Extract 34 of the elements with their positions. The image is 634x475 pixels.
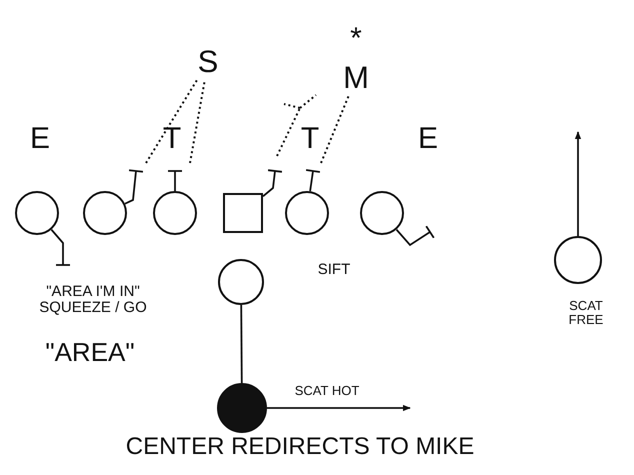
route-arrow xyxy=(267,404,411,412)
player-circle xyxy=(153,191,197,235)
line xyxy=(240,305,243,383)
player-circle xyxy=(218,259,264,305)
asterisk-mark: * xyxy=(349,22,363,54)
position-letter: S xyxy=(198,44,218,80)
route-note: SCAT FREE xyxy=(568,298,604,328)
ball-carrier-dot xyxy=(217,383,267,433)
block-line xyxy=(305,169,321,192)
note-text: SIFT xyxy=(318,262,350,278)
call-text: "AREA" xyxy=(45,338,135,366)
position-letter: E xyxy=(30,122,50,154)
player-circle xyxy=(285,191,329,235)
dotted-line xyxy=(320,96,350,164)
dotted-line xyxy=(189,80,206,164)
position-letter: T xyxy=(162,122,182,154)
block-line xyxy=(262,169,283,197)
block-line xyxy=(167,170,183,191)
player-circle xyxy=(554,236,602,284)
note-text: "AREA I'M IN" SQUEEZE / GO xyxy=(38,284,148,316)
caption: CENTER REDIRECTS TO MIKE xyxy=(126,434,474,460)
player-circle xyxy=(83,191,127,235)
block-line xyxy=(124,169,144,205)
position-letter: E xyxy=(418,122,438,154)
route-arrow xyxy=(574,131,582,236)
edge-label: SCAT HOT xyxy=(292,384,362,398)
block-line xyxy=(50,229,71,266)
player-circle xyxy=(360,191,404,235)
dotted-line xyxy=(145,79,198,164)
block-line xyxy=(396,225,435,246)
player-circle xyxy=(15,191,59,235)
center-square xyxy=(223,193,263,233)
position-letter: T xyxy=(300,122,320,154)
position-letter: M xyxy=(343,60,369,96)
